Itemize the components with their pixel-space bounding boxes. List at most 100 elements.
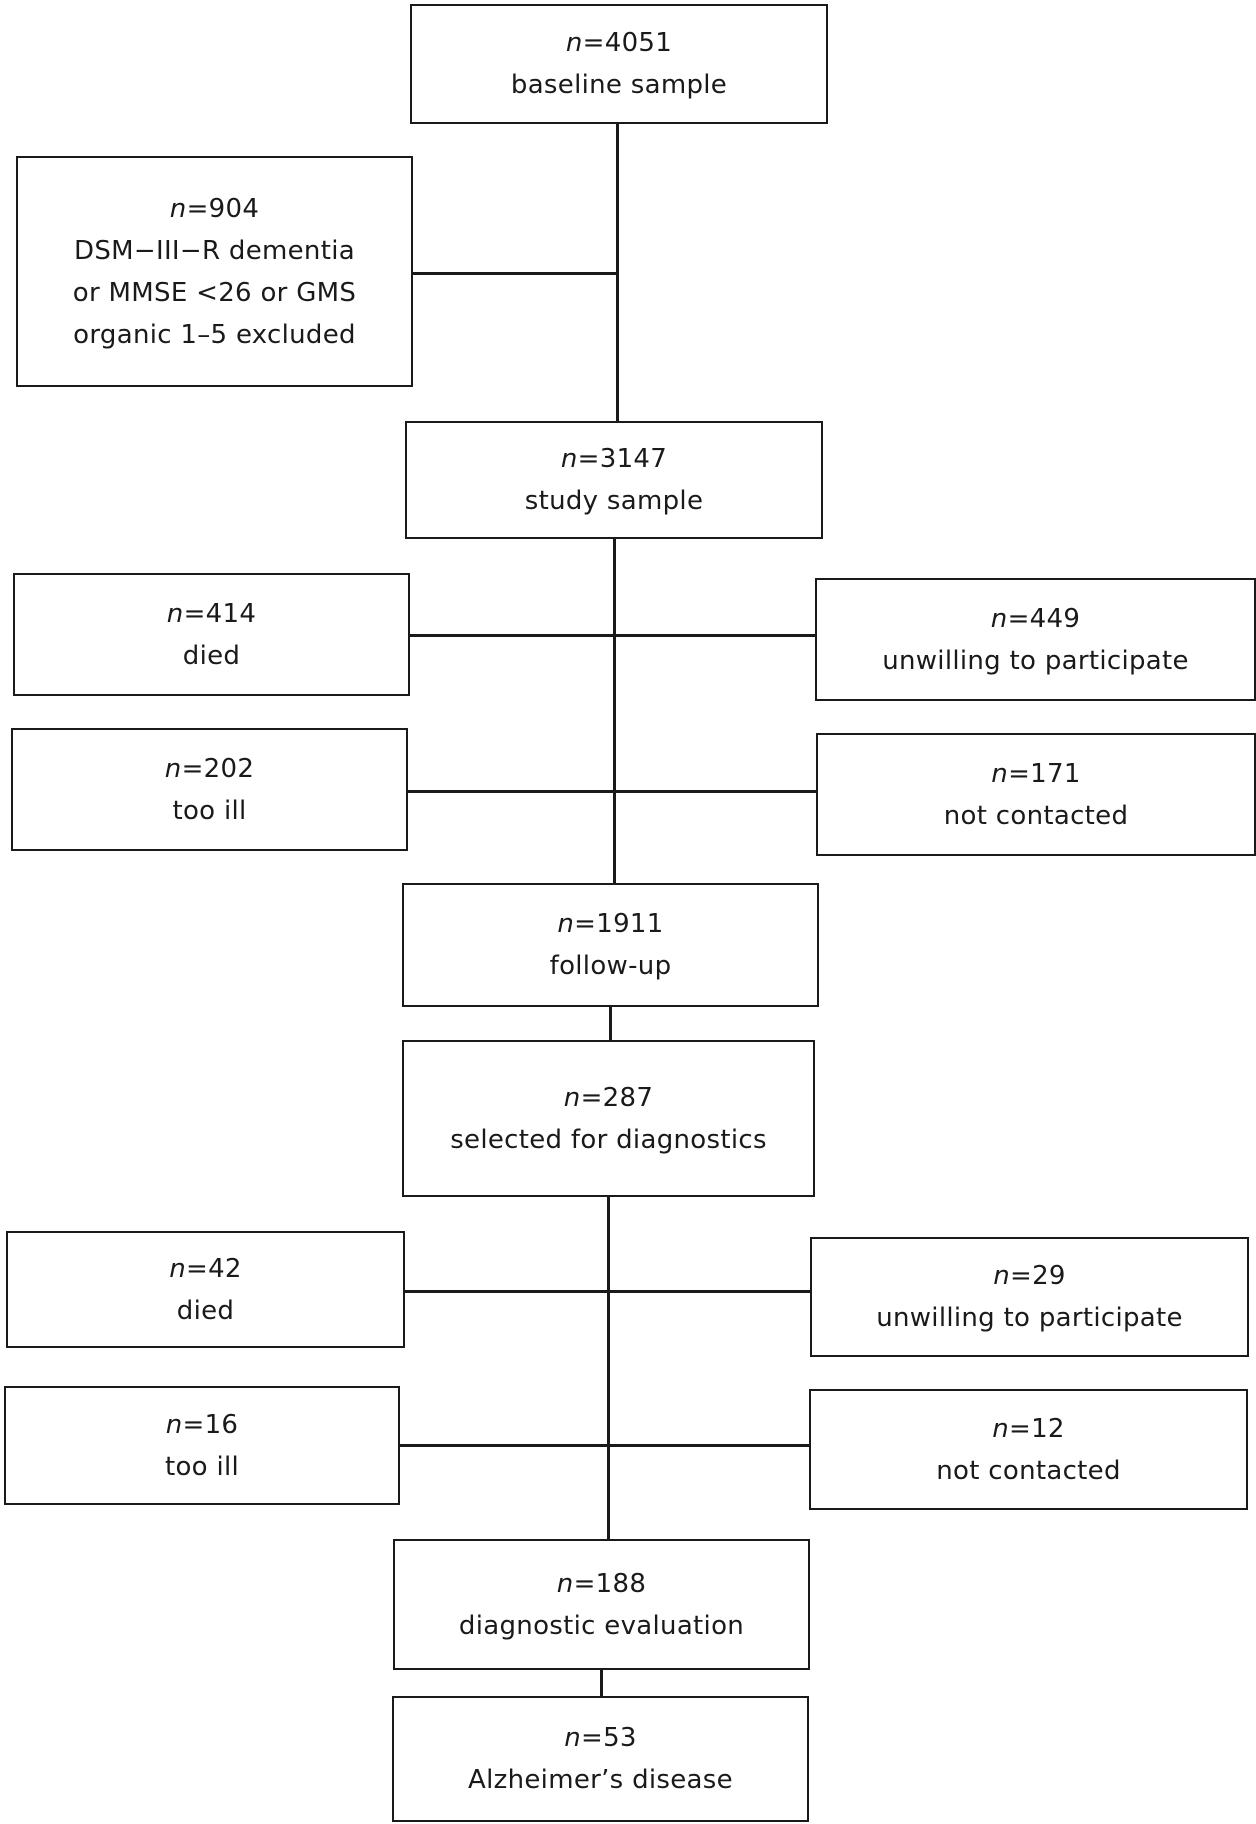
count-label: n=16 (166, 1404, 239, 1446)
description-line: too ill (164, 1451, 240, 1482)
connector-diagnostic-alzheimer (600, 1668, 603, 1698)
connector-selected-diagnostic (607, 1195, 610, 1540)
description-line: not contacted (936, 1455, 1121, 1486)
n-symbol: n (564, 1723, 581, 1753)
box-baseline-sample: n=4051 baseline sample (410, 4, 828, 124)
n-symbol: n (166, 598, 184, 629)
count-value: 202 (203, 753, 255, 784)
count-value: 29 (1032, 1261, 1066, 1291)
box-study-sample: n=3147 study sample (405, 421, 823, 539)
equals-sign: = (580, 1082, 603, 1113)
connector-study-followup (613, 537, 616, 884)
count-label: n=188 (557, 1563, 646, 1605)
equals-sign: = (182, 1409, 205, 1440)
equals-sign: = (181, 753, 204, 784)
box-died-2: n=42 died (6, 1231, 405, 1348)
equals-sign: = (581, 1723, 604, 1753)
n-symbol: n (557, 909, 575, 939)
equals-sign: = (1009, 1413, 1032, 1444)
count-value: 42 (208, 1253, 242, 1284)
count-label: n=3147 (561, 438, 667, 480)
description-line: baseline sample (510, 70, 728, 100)
connector-branch-died1-unwilling1 (409, 634, 816, 637)
box-unwilling-1: n=449 unwilling to participate (815, 578, 1256, 701)
n-symbol: n (560, 444, 578, 474)
count-label: n=4051 (566, 22, 672, 64)
box-selected-for-diagnostics: n=287 selected for diagnostics (402, 1040, 815, 1197)
box-too-ill-1: n=202 too ill (11, 728, 408, 851)
box-follow-up: n=1911 follow-up (402, 883, 819, 1007)
count-value: 1911 (596, 909, 664, 939)
description-line: died (182, 640, 241, 671)
n-symbol: n (991, 758, 1009, 789)
description-line: died (176, 1295, 235, 1326)
equals-sign: = (1008, 758, 1031, 789)
description-line: too ill (172, 795, 247, 826)
equals-sign: = (186, 193, 209, 224)
count-label: n=171 (991, 753, 1080, 795)
n-symbol: n (165, 1409, 183, 1440)
connector-branch-ill2-notcontacted2 (399, 1444, 811, 1447)
count-value: 3147 (599, 444, 668, 474)
count-value: 16 (204, 1409, 239, 1440)
count-value: 449 (1029, 603, 1081, 634)
description-line: unwilling to participate (876, 1303, 1183, 1333)
count-value: 904 (208, 193, 260, 224)
count-label: n=1911 (557, 903, 663, 945)
count-value: 414 (205, 598, 257, 629)
description-line: selected for diagnostics (450, 1124, 767, 1155)
equals-sign: = (574, 909, 597, 939)
count-label: n=53 (564, 1717, 637, 1759)
connector-branch-excluded (413, 272, 618, 275)
box-died-1: n=414 died (13, 573, 410, 696)
count-value: 4051 (604, 28, 673, 58)
n-symbol: n (556, 1568, 574, 1599)
count-label: n=202 (165, 748, 254, 790)
connector-branch-ill1-notcontacted1 (406, 790, 817, 793)
equals-sign: = (577, 444, 600, 474)
box-diagnostic-evaluation: n=188 diagnostic evaluation (393, 1539, 810, 1670)
count-value: 12 (1031, 1413, 1065, 1444)
count-value: 171 (1030, 758, 1081, 789)
equals-sign: = (573, 1568, 596, 1599)
description-line: or MMSE <26 or GMS (72, 277, 357, 308)
description-line: DSM−III−R dementia (74, 235, 355, 266)
count-label: n=904 (170, 188, 259, 230)
count-label: n=414 (167, 593, 256, 635)
description-line: organic 1–5 excluded (73, 319, 356, 350)
n-symbol: n (990, 603, 1008, 634)
connector-branch-died2-unwilling2 (403, 1290, 812, 1293)
count-value: 188 (595, 1568, 647, 1599)
connector-followup-selected (609, 1005, 612, 1041)
description-line: unwilling to participate (882, 645, 1189, 676)
count-value: 287 (602, 1082, 654, 1113)
count-label: n=287 (564, 1077, 653, 1119)
equals-sign: = (582, 28, 605, 58)
box-too-ill-2: n=16 too ill (4, 1386, 400, 1505)
description-line: study sample (524, 486, 704, 516)
equals-sign: = (183, 598, 206, 629)
description-line: Alzheimer’s disease (468, 1765, 733, 1795)
count-label: n=449 (991, 598, 1080, 640)
n-symbol: n (993, 1261, 1010, 1291)
description-line: diagnostic evaluation (458, 1610, 745, 1641)
n-symbol: n (169, 1253, 186, 1284)
description-line: follow-up (549, 951, 672, 981)
n-symbol: n (565, 28, 583, 58)
n-symbol: n (563, 1082, 581, 1113)
count-label: n=29 (993, 1255, 1066, 1297)
count-label: n=12 (992, 1408, 1065, 1450)
n-symbol: n (992, 1413, 1009, 1444)
equals-sign: = (1007, 603, 1030, 634)
box-not-contacted-2: n=12 not contacted (809, 1389, 1248, 1510)
equals-sign: = (186, 1253, 209, 1284)
n-symbol: n (169, 193, 187, 224)
count-label: n=42 (169, 1248, 242, 1290)
equals-sign: = (1010, 1261, 1033, 1291)
count-value: 53 (603, 1723, 637, 1753)
n-symbol: n (164, 753, 182, 784)
